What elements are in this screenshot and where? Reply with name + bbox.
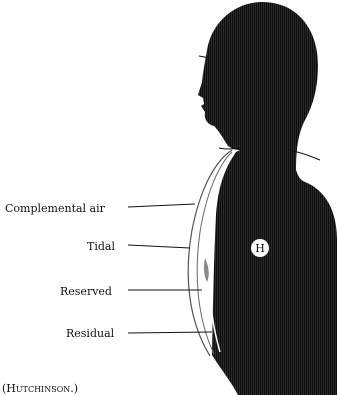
human-silhouette	[198, 2, 337, 395]
lung-patch	[204, 258, 209, 282]
figure-caption: (Hutchinson.)	[2, 382, 78, 395]
residual-label: Residual	[66, 328, 114, 340]
heart-marker: H	[255, 242, 265, 255]
complemental-pointer	[128, 204, 195, 207]
reserved-label: Reserved	[60, 286, 112, 298]
tidal-label: Tidal	[87, 241, 115, 253]
tidal-pointer	[128, 245, 190, 248]
complemental-air-label: Complemental air	[5, 203, 105, 215]
residual-pointer	[128, 332, 212, 333]
